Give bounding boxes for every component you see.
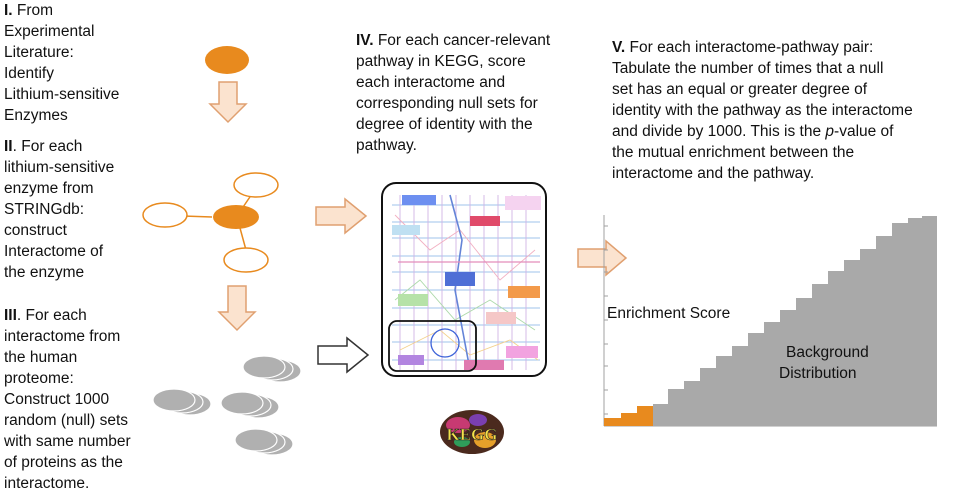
map-module [445,272,475,286]
step-1-text: I. From Experimental Literature: Identif… [4,2,120,124]
right-arrow-orange [315,197,368,235]
interactome-center-node [213,205,259,229]
kegg-logo: KEGG [440,410,504,454]
distribution-label: Distribution [779,365,857,382]
null-set-stack [152,388,212,416]
step-2-text: II. For each lithium-sensitive enzyme fr… [4,138,115,281]
axis-ticks [604,225,608,415]
enzyme-ellipse [205,46,249,74]
step-4-text: IV. For each cancer-relevant pathway in … [356,32,551,154]
enrichment-score-label: Enrichment Score [607,305,731,322]
interactome-node [142,202,188,228]
down-arrow-2 [217,285,257,332]
step-5-text: V. For each interactome-pathway pair: Ta… [612,39,913,182]
null-sets [152,355,302,456]
right-arrow-white [317,336,370,374]
null-set-stack [242,355,302,383]
map-module [470,216,500,226]
kegg-metabolic-map [381,182,547,377]
background-distribution-area [653,216,937,426]
kegg-logo-text: KEGG [446,425,497,444]
map-module [464,360,504,370]
map-module [398,294,428,306]
map-module [486,312,516,324]
interactome-node [223,247,269,273]
interactome-node [233,172,279,198]
map-module [392,225,420,235]
map-module [402,195,436,205]
map-module [506,346,538,358]
interactome-graph [142,172,279,273]
right-arrow-to-distribution [577,239,628,277]
null-set-stack [234,428,294,456]
enrichment-score-area [604,406,653,426]
energy-metabolism-highlight [388,320,477,372]
background-distribution-chart [603,215,937,427]
map-module [398,355,424,365]
null-set-stack [220,391,280,419]
down-arrow-1 [208,81,248,124]
map-module [505,196,541,210]
step-3-text: III. For each interactome from the human… [4,307,131,492]
map-module [508,286,540,298]
background-label: Background [786,344,869,361]
